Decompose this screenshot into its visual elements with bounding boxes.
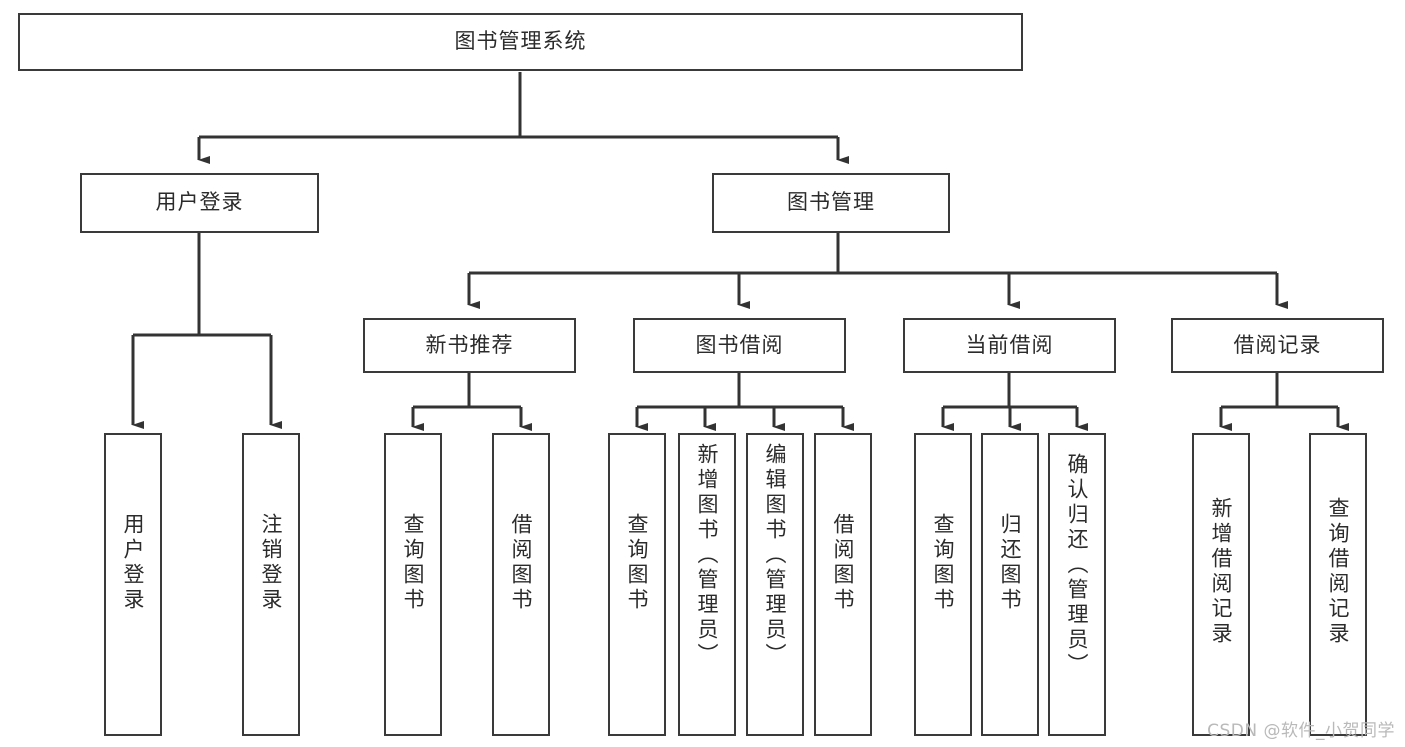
- leaf-return-book-label: 归还图书: [998, 513, 1023, 613]
- leaf-borrow-book-1[interactable]: 借阅图书: [492, 433, 550, 736]
- leaf-query-book-1[interactable]: 查询图书: [384, 433, 442, 736]
- edges-bookmgmt-to-level3: [467, 233, 1288, 309]
- leaf-logout[interactable]: 注销登录: [242, 433, 300, 736]
- node-root-label: 图书管理系统: [454, 29, 587, 54]
- leaf-return-book[interactable]: 归还图书: [981, 433, 1039, 736]
- leaf-confirm-return-admin-label: 确认归还（管理员）: [1065, 453, 1090, 678]
- node-book-borrow[interactable]: 图书借阅: [633, 318, 846, 373]
- edges-borrowrecord-to-leaves: [1219, 373, 1349, 431]
- leaf-edit-book-admin[interactable]: 编辑图书（管理员）: [746, 433, 804, 736]
- leaf-confirm-return-admin[interactable]: 确认归还（管理员）: [1048, 433, 1106, 736]
- leaf-query-book-3-label: 查询图书: [931, 513, 956, 613]
- leaf-query-borrow-record-label: 查询借阅记录: [1326, 497, 1351, 647]
- node-root[interactable]: 图书管理系统: [18, 13, 1023, 71]
- leaf-query-book-3[interactable]: 查询图书: [914, 433, 972, 736]
- leaf-edit-book-admin-label: 编辑图书（管理员）: [763, 443, 788, 668]
- leaf-query-borrow-record[interactable]: 查询借阅记录: [1309, 433, 1367, 736]
- leaf-query-book-2[interactable]: 查询图书: [608, 433, 666, 736]
- node-user-login[interactable]: 用户登录: [80, 173, 319, 233]
- node-book-management[interactable]: 图书管理: [712, 173, 950, 233]
- edges-bookborrow-to-leaves: [635, 373, 854, 431]
- edges-userlogin-to-leaves: [131, 233, 282, 429]
- leaf-add-book-admin[interactable]: 新增图书（管理员）: [678, 433, 736, 736]
- node-current-borrow[interactable]: 当前借阅: [903, 318, 1116, 373]
- node-book-borrow-label: 图书借阅: [695, 332, 784, 357]
- leaf-add-book-admin-label: 新增图书（管理员）: [695, 443, 720, 668]
- leaf-borrow-book-1-label: 借阅图书: [509, 513, 534, 613]
- edges-root-to-level2: [197, 72, 849, 164]
- edges-currentborrow-to-leaves: [941, 373, 1088, 431]
- node-new-book-recommend[interactable]: 新书推荐: [363, 318, 576, 373]
- leaf-query-book-2-label: 查询图书: [625, 513, 650, 613]
- leaf-user-login-label: 用户登录: [121, 513, 146, 613]
- edges-newbook-to-leaves: [411, 373, 532, 431]
- node-borrow-record-label: 借阅记录: [1233, 332, 1322, 357]
- node-current-borrow-label: 当前借阅: [965, 332, 1054, 357]
- leaf-logout-label: 注销登录: [259, 513, 284, 613]
- leaf-borrow-book-2-label: 借阅图书: [831, 513, 856, 613]
- node-new-book-recommend-label: 新书推荐: [425, 332, 514, 357]
- leaf-add-borrow-record-label: 新增借阅记录: [1209, 497, 1234, 647]
- leaf-user-login[interactable]: 用户登录: [104, 433, 162, 736]
- node-book-management-label: 图书管理: [787, 190, 875, 215]
- leaf-add-borrow-record[interactable]: 新增借阅记录: [1192, 433, 1250, 736]
- leaf-borrow-book-2[interactable]: 借阅图书: [814, 433, 872, 736]
- node-borrow-record[interactable]: 借阅记录: [1171, 318, 1384, 373]
- leaf-query-book-1-label: 查询图书: [401, 513, 426, 613]
- node-user-login-label: 用户登录: [155, 190, 244, 215]
